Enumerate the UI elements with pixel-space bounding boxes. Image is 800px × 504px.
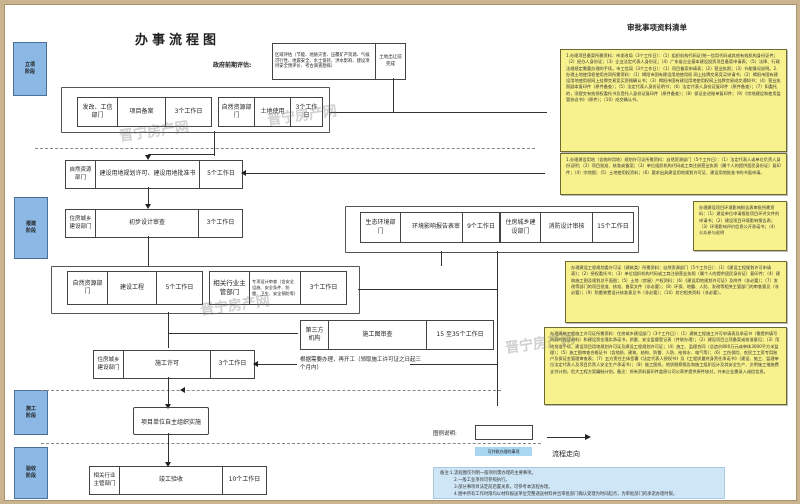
dept-label: 相关行业主管部门 [90,467,120,494]
connector [148,187,149,205]
legend-flow-line [547,437,587,438]
step-name: 土地使用 [255,98,291,126]
step-prelim-design[interactable]: 住房城乡建设部门 初步设计审查 3个工作日 [65,209,243,238]
step-name: 施工许可 [124,351,211,378]
step-time: 3个工作日 [218,360,247,368]
connector [168,433,169,463]
arrow-icon [241,170,246,176]
dept-label: 自然资源部门 [66,161,96,188]
connector [358,289,498,290]
connector [175,112,547,113]
connector [168,377,169,405]
stage-divider [35,148,535,149]
connector [148,154,215,155]
connector [441,251,442,266]
remarks-box: 备注:1.流程图仅列明一般项目需办理的主要事项。 2.一般工业项目可参照执行。 … [433,467,725,499]
stage-divider [41,390,501,391]
arrow-icon [253,361,258,367]
step-name: 消防设计审核 [541,213,593,242]
step-time: 10个工作日 [228,476,261,484]
connector [214,131,215,156]
step-special-review[interactable]: 相关行业主管部门 专项设计审查（含安全设施、安全条件、防雷、卫生、安全预防等） … [209,271,347,305]
step-env-fire[interactable]: 生态环境部门 环境影响报告表审 9个工作日 住房城乡建设部门 消防设计审核 15… [360,212,634,243]
arrow-icon [180,387,185,393]
dept-label: 第三方机构 [301,321,329,349]
connector [410,364,498,365]
restart-note: 根据需要办理，再开工（领取施工许可证之日起三个月内） [300,357,422,371]
dept-label: 住房城乡建设部门 [66,210,96,237]
materials-note-filing: 1.办理项目备案所需资料：市发改局（3个工作日）：（1）组织机构代码证/统一信用… [560,49,787,152]
step-time: 3个工作日 [295,103,318,119]
connector [257,364,297,365]
connector [168,312,169,348]
step-time: 15个工作日 [597,223,629,231]
dept-label: 相关行业主管部门 [210,272,250,304]
step-time: 9个工作日 [463,213,501,242]
step-land-use[interactable]: 自然资源部门 土地使用 3个工作日 [218,97,323,127]
step-name: 环境影响报告表审 [401,213,463,242]
flowchart-page: 办事流程图 审批事项资料清单 立项 阶段 报建 阶段 施工 阶段 验收 阶段 政… [4,4,797,501]
step-name: 施工图审查 [329,321,427,349]
materials-title: 审批事项资料清单 [627,23,687,32]
dept-label: 发改、工信部门 [78,98,118,126]
remark-line: 4.图中所有工作时限均以材料报送单位完整递送材料并且审批部门确认受理为时间起点，… [454,491,678,497]
remark-line: 2.一般工业项目可参照执行。 [454,477,510,483]
remark-line: 备注:1.流程图仅列明一般项目需办理的主要事项。 [440,471,536,476]
dept-label: 住房城乡建设部门 [94,351,124,378]
step-eng-permit[interactable]: 自然资源部门 建设工程 5个工作日 [67,271,203,305]
dept-label: 生态环境部门 [361,213,401,242]
step-name: 初步设计审查 [96,210,199,237]
legend-flow: 流程走向 [552,450,580,458]
step-time: 3个工作日 [206,219,235,227]
step-project-filing[interactable]: 发改、工信部门 项目备案 3个工作日 [77,97,212,127]
stage-acceptance: 验收 阶段 [14,447,48,499]
arrow-right-icon [585,434,591,440]
page-title: 办事流程图 [135,33,221,48]
stage-divider [41,443,541,444]
connector [393,78,394,113]
connector [168,333,298,334]
materials-note-env: 办理建设项目环境影响报告表审批所需资料：（1）建设单位申请报批项目环评文件的申请… [693,201,787,251]
pre-eval-label: 政府前期评估: [213,62,252,69]
step-name: 专项设计审查（含安全设施、安全条件、防雷、卫生、安全预防等） [250,272,301,304]
arrow-icon [145,204,151,209]
remark-line: 3.部分事项目法定前后置关系，可参考本流程办理。 [454,484,553,490]
dept-label: 自然资源部门 [68,272,108,304]
step-name: 建设用地规划许可、建设用地批准书 [96,161,200,188]
stage-permit: 报建 阶段 [14,197,48,259]
step-name: 项目备案 [118,98,166,126]
arrow-icon [145,155,151,160]
stage-construction: 施工 阶段 [14,390,48,435]
arrow-icon [165,404,171,409]
materials-note-eng-permit: 办理建设工程规划委许可证（建筑类）所需资料：自然资源部门（5个工作日）：（1）《… [565,261,787,323]
step-acceptance[interactable]: 相关行业主管部门 竣工验收 10个工作日 [89,466,267,495]
dept-label: 住房城乡建设部门 [501,213,541,242]
step-time: 5个工作日 [165,283,194,291]
connector [148,236,149,266]
connector [497,251,498,406]
arrow-icon [165,462,171,467]
land-transfer: 土地出让前完成 [379,55,402,67]
legend-box [475,425,533,440]
materials-note-construction-permit: 办理建筑工程施工许可证所需资料：住房城乡建设部门（3个工作日）：（1）建筑工程施… [544,327,787,405]
dept-label: 自然资源部门 [219,98,255,126]
step-construction-permit[interactable]: 住房城乡建设部门 施工许可 3个工作日 [93,350,255,379]
step-name: 竣工验收 [120,467,223,494]
legend-parallel: 可并联办理的事项 [475,447,532,456]
pre-eval-box: 区域评估（节能、地质灾害、压覆矿产资源、气候可行性、地震安全、水土保持、洪水影响… [272,43,406,80]
step-time: 3个工作日 [174,107,203,115]
step-time: 15 至35个工作日 [436,330,484,338]
legend-label: 图例说明: [433,431,457,437]
regional-eval: 区域评估（节能、地质灾害、压覆矿产资源、气候可行性、地震安全、水土保持、洪水影响… [273,44,376,79]
connector [245,173,545,174]
step-time: 5个工作日 [207,170,235,178]
step-land-permit[interactable]: 自然资源部门 建设用地规划许可、建设用地批准书 5个工作日 [65,160,243,189]
step-drawing-review[interactable]: 第三方机构 施工图审查 15 至35个工作日 [300,320,494,350]
step-time: 3个工作日 [309,283,338,291]
stage-approval: 立项 阶段 [13,42,47,96]
step-self-implementation[interactable]: 项目单位自主组织实施 [133,407,209,435]
materials-note-land-permit: 1.办理建设用地（含临时用地）规划许可证所需资料：自然资源部门（5个工作日）：（… [560,153,787,195]
step-name: 建设工程 [108,272,157,304]
